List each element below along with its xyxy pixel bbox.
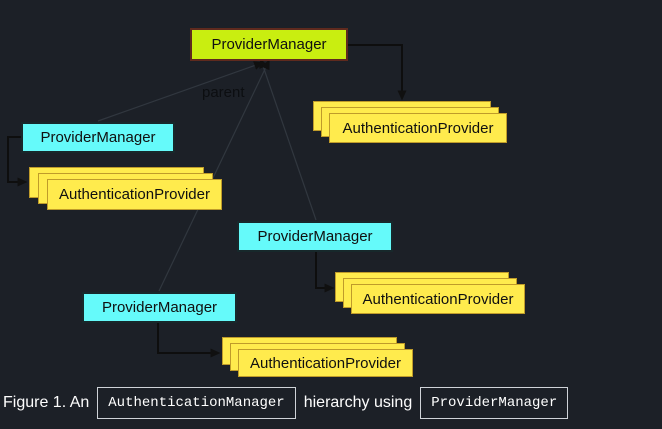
node-label: ProviderManager (211, 36, 327, 53)
node-label: AuthenticationProvider (342, 119, 494, 137)
stack-layer-front: AuthenticationProvider (351, 284, 525, 314)
edge-parent-from-middle-manager (259, 57, 317, 221)
stack-layer-front: AuthenticationProvider (329, 113, 507, 143)
caption-text-prefix: Figure 1. An (3, 394, 90, 411)
node-label: ProviderManager (101, 299, 218, 316)
edge-middle-manager-to-providers (315, 252, 335, 293)
figure-caption: Figure 1. An AuthenticationManager hiera… (3, 387, 569, 419)
edge-left-manager-to-providers (7, 136, 28, 187)
node-provider-manager-bottom: ProviderManager (82, 292, 237, 323)
node-label: ProviderManager (40, 129, 156, 146)
node-label: ProviderManager (257, 228, 373, 245)
node-provider-manager-left: ProviderManager (21, 122, 175, 153)
caption-code-authentication-manager: AuthenticationManager (97, 387, 296, 419)
node-label: AuthenticationProvider (362, 290, 514, 308)
node-provider-manager-middle: ProviderManager (237, 221, 393, 252)
edge-root-to-top-right-providers (348, 44, 407, 101)
node-provider-manager-root: ProviderManager (190, 28, 348, 61)
caption-text-middle: hierarchy using (303, 394, 413, 411)
caption-code-provider-manager: ProviderManager (420, 387, 569, 419)
edge-bottom-manager-to-providers (157, 322, 221, 358)
node-label: AuthenticationProvider (59, 186, 210, 203)
edge-parent-from-left-manager (97, 61, 265, 122)
node-label: AuthenticationProvider (250, 354, 401, 372)
stack-layer-front: AuthenticationProvider (47, 179, 222, 210)
parent-edge-label: parent (202, 84, 245, 101)
stack-layer-front: AuthenticationProvider (238, 349, 413, 377)
